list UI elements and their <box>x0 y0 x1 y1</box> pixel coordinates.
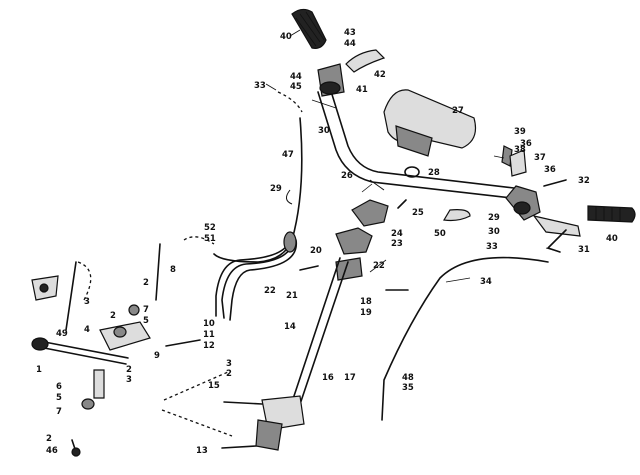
hand-guard <box>383 89 477 178</box>
callout-2: 2 <box>126 365 132 375</box>
callout-3: 3 <box>84 297 90 307</box>
steering-clamps <box>335 179 471 281</box>
callout-22: 22 <box>373 261 385 271</box>
callout-43: 43 <box>344 28 356 38</box>
callout-49: 49 <box>56 329 68 339</box>
callout-14: 14 <box>284 322 296 332</box>
callout-27: 27 <box>452 106 464 116</box>
callout-10: 10 <box>203 319 215 329</box>
callout-12: 12 <box>203 341 215 351</box>
callout-41: 41 <box>356 85 368 95</box>
callout-24: 24 <box>391 229 403 239</box>
callout-8: 8 <box>170 265 176 275</box>
fasteners <box>65 179 567 457</box>
right-grip <box>587 205 636 223</box>
callout-17: 17 <box>344 373 356 383</box>
callout-22: 22 <box>264 286 276 296</box>
right-control-housing <box>505 185 581 253</box>
leader-lines <box>265 29 561 283</box>
callout-32: 32 <box>578 176 590 186</box>
callout-2: 2 <box>110 311 116 321</box>
callout-33: 33 <box>486 242 498 252</box>
callout-7: 7 <box>56 407 62 417</box>
callout-19: 19 <box>360 308 372 318</box>
callout-numbers: 1 2 2 2 2 2 3 3 3 4 5 5 6 7 7 8 9 10 11 … <box>36 28 618 456</box>
callout-29: 29 <box>270 184 282 194</box>
callout-2: 2 <box>46 434 52 444</box>
callout-23: 23 <box>391 239 403 249</box>
drag-link-assembly <box>31 275 151 410</box>
callout-3: 3 <box>126 375 132 385</box>
callout-4: 4 <box>84 325 90 335</box>
callout-40: 40 <box>280 32 292 42</box>
callout-9: 9 <box>154 351 160 361</box>
callout-44: 44 <box>290 72 302 82</box>
callout-52: 52 <box>204 223 216 233</box>
steering-column <box>255 257 349 451</box>
callout-5: 5 <box>143 316 149 326</box>
callout-47: 47 <box>282 150 294 160</box>
callout-6: 6 <box>56 382 62 392</box>
callout-16: 16 <box>322 373 334 383</box>
callout-48: 48 <box>402 373 414 383</box>
callout-50: 50 <box>434 229 446 239</box>
callout-20: 20 <box>310 246 322 256</box>
callout-38: 38 <box>514 145 526 155</box>
callout-30: 30 <box>488 227 500 237</box>
left-grip <box>291 8 327 49</box>
callout-51: 51 <box>204 234 216 244</box>
left-control-housing <box>317 49 386 97</box>
callout-45: 45 <box>290 82 302 92</box>
callout-15: 15 <box>208 381 220 391</box>
callout-44: 44 <box>344 39 356 49</box>
callout-36: 36 <box>520 139 532 149</box>
callout-13: 13 <box>196 446 208 456</box>
callout-34: 34 <box>480 277 492 287</box>
callout-5: 5 <box>56 393 62 403</box>
callout-2: 2 <box>143 278 149 288</box>
callout-26: 26 <box>341 171 353 181</box>
callout-30: 30 <box>318 126 330 136</box>
cables <box>183 91 549 421</box>
callout-1: 1 <box>36 365 42 375</box>
callout-35: 35 <box>402 383 414 393</box>
callout-37: 37 <box>534 153 546 163</box>
kill-switch <box>493 145 527 177</box>
callout-46: 46 <box>46 446 58 456</box>
callout-33: 33 <box>254 81 266 91</box>
callout-7: 7 <box>143 305 149 315</box>
callout-11: 11 <box>203 330 215 340</box>
callout-21: 21 <box>286 291 298 301</box>
callout-36: 36 <box>544 165 556 175</box>
callout-40: 40 <box>606 234 618 244</box>
callout-3: 3 <box>226 359 232 369</box>
callout-29: 29 <box>488 213 500 223</box>
callout-42: 42 <box>374 70 386 80</box>
callout-28: 28 <box>428 168 440 178</box>
callout-39: 39 <box>514 127 526 137</box>
callout-31: 31 <box>578 245 590 255</box>
callout-2: 2 <box>226 369 232 379</box>
callout-25: 25 <box>412 208 424 218</box>
callout-18: 18 <box>360 297 372 307</box>
